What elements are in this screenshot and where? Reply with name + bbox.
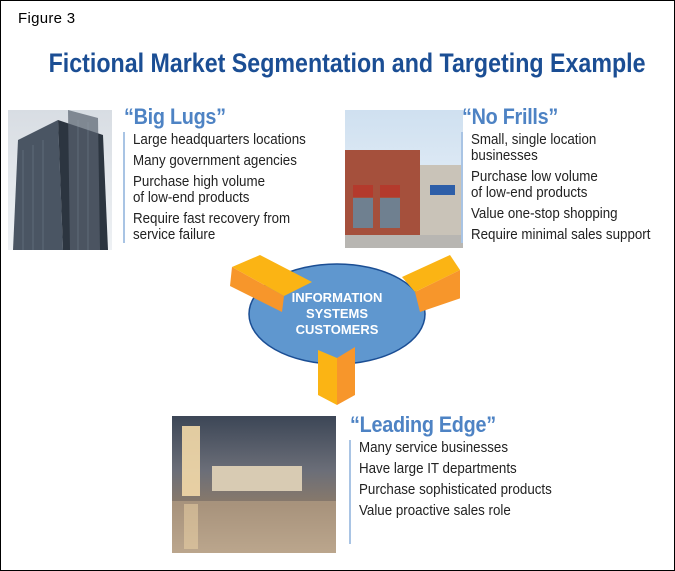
segment-big-lugs: “Big Lugs” Large headquarters locations …: [123, 104, 321, 248]
storefront-photo: [345, 110, 463, 248]
center-line-2: SYSTEMS: [306, 306, 368, 321]
title-text: Fictional Market Segmentation and Target…: [48, 48, 646, 78]
segment-item: Purchase high volume of low-end products: [133, 174, 266, 206]
segment-item: Small, single location businesses: [471, 132, 597, 164]
lobby-image: [172, 426, 336, 553]
center-diagram: INFORMATION SYSTEMS CUSTOMERS: [230, 255, 460, 405]
lobby-photo: [172, 416, 336, 553]
segment-item: Value proactive sales role: [359, 503, 511, 519]
segment-item: Large headquarters locations: [133, 132, 306, 148]
segment-heading: “Big Lugs”: [124, 104, 226, 129]
segment-item: Purchase sophisticated products: [359, 482, 552, 498]
segment-item: Many service businesses: [359, 440, 509, 456]
skyscraper-image: [13, 110, 108, 250]
segment-item: Require minimal sales support: [471, 227, 651, 243]
center-line-1: INFORMATION: [292, 290, 383, 305]
arrow-down-icon: [318, 347, 355, 405]
segment-no-frills: “No Frills” Small, single location busin…: [461, 104, 666, 248]
segment-item: Value one-stop shopping: [471, 206, 618, 222]
arrow-left-icon: [230, 255, 312, 312]
segment-item: Have large IT departments: [359, 461, 517, 477]
segment-leading-edge: “Leading Edge” Many service businesses H…: [349, 412, 569, 544]
page-title: Fictional Market Segmentation and Target…: [0, 48, 675, 79]
segment-item: Require fast recovery from service failu…: [133, 211, 291, 243]
storefront-image: [345, 150, 463, 248]
center-line-3: CUSTOMERS: [296, 322, 379, 337]
skyscraper-photo: [8, 110, 112, 250]
segment-item: Many government agencies: [133, 153, 297, 169]
segment-heading: “Leading Edge”: [350, 412, 496, 437]
segment-item: Purchase low volume of low-end products: [471, 169, 598, 201]
figure-label: Figure 3: [18, 10, 76, 27]
arrow-right-icon: [402, 255, 460, 312]
segment-heading: “No Frills”: [462, 104, 559, 129]
